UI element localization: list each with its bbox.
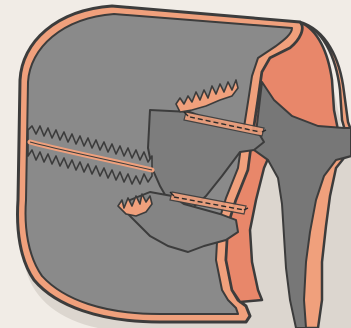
sewing-diagram: [0, 0, 351, 328]
sewing-illustration: [0, 0, 351, 328]
